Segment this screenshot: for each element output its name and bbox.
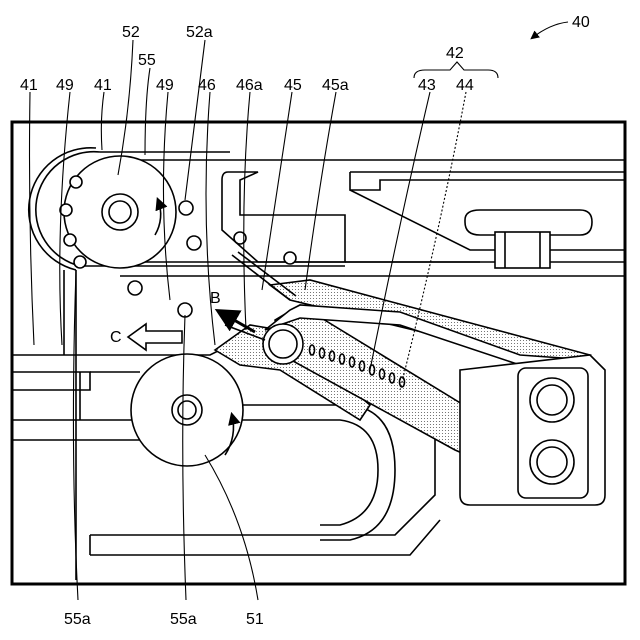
label-41-left: 41 — [20, 77, 38, 94]
label-55a-left: 55a — [64, 611, 91, 628]
roller-52 — [60, 156, 296, 268]
upper-plate — [120, 160, 625, 276]
label-51: 51 — [246, 611, 264, 628]
label-49-left: 49 — [56, 77, 74, 94]
label-43: 43 — [418, 77, 436, 94]
label-55a-mid: 55a — [170, 611, 197, 628]
belt-holes — [128, 281, 192, 317]
arrow-c — [128, 324, 182, 350]
label-b: B — [210, 290, 221, 307]
label-42: 42 — [446, 45, 464, 62]
label-52a: 52a — [186, 24, 213, 41]
label-46a: 46a — [236, 77, 263, 94]
label-44: 44 — [456, 77, 474, 94]
label-c: C — [110, 329, 122, 346]
label-45a: 45a — [322, 77, 349, 94]
label-46: 46 — [198, 77, 216, 94]
label-40: 40 — [572, 14, 590, 31]
label-45: 45 — [284, 77, 302, 94]
bearing-block — [460, 355, 605, 505]
label-55: 55 — [138, 52, 156, 69]
label-49-right: 49 — [156, 77, 174, 94]
label-41-right: 41 — [94, 77, 112, 94]
label-52: 52 — [122, 24, 140, 41]
roller-51 — [131, 354, 243, 466]
bracket-42 — [414, 62, 498, 78]
ref-arrow-40 — [532, 22, 568, 38]
